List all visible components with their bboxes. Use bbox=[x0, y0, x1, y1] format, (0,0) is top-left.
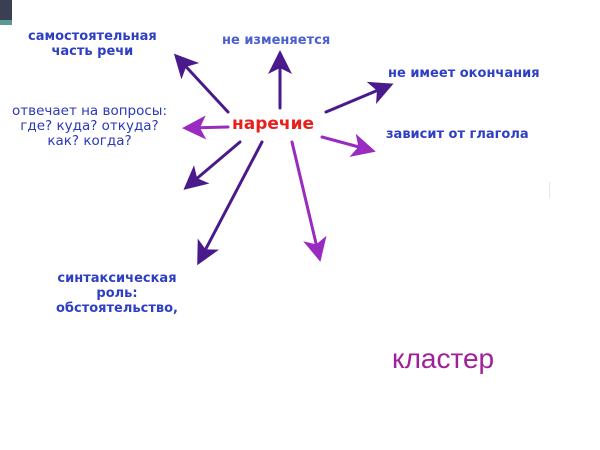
node-unchanged: не изменяется bbox=[222, 33, 330, 48]
node-line: самостоятельная bbox=[28, 29, 157, 44]
arrow-independent bbox=[173, 53, 230, 114]
node-line: роль: bbox=[96, 286, 138, 301]
arrow-syntax-role bbox=[197, 140, 264, 266]
node-line: зависит от глагола bbox=[386, 127, 529, 142]
node-line: часть речи bbox=[51, 44, 134, 59]
node-syntax-role: синтаксическая роль: обстоятельство, bbox=[56, 271, 178, 316]
node-line: отвечает на вопросы: bbox=[12, 103, 167, 119]
node-line: не имеет окончания bbox=[388, 66, 540, 81]
node-questions: отвечает на вопросы: где? куда? откуда? … bbox=[12, 104, 167, 149]
node-line: где? куда? откуда? bbox=[20, 118, 159, 134]
node-line: как? когда? bbox=[47, 133, 132, 149]
node-independent: самостоятельная часть речи bbox=[28, 29, 157, 59]
arrow-no-ending bbox=[324, 81, 394, 114]
node-line: синтаксическая bbox=[57, 271, 177, 286]
arrow-empty-2 bbox=[290, 140, 327, 262]
slide-corner-decoration bbox=[0, 0, 12, 24]
slide-corner-accent bbox=[0, 20, 12, 25]
center-node: наречие bbox=[232, 114, 315, 134]
arrow-questions bbox=[182, 115, 230, 140]
caption: кластер bbox=[392, 343, 495, 374]
edge-artifact bbox=[549, 182, 550, 198]
arrow-depends bbox=[320, 133, 376, 157]
node-line: обстоятельство, bbox=[56, 301, 178, 316]
node-depends: зависит от глагола bbox=[386, 127, 529, 142]
node-no-ending: не имеет окончания bbox=[388, 66, 540, 81]
node-line: не изменяется bbox=[222, 33, 331, 48]
arrow-empty-1 bbox=[183, 140, 242, 190]
